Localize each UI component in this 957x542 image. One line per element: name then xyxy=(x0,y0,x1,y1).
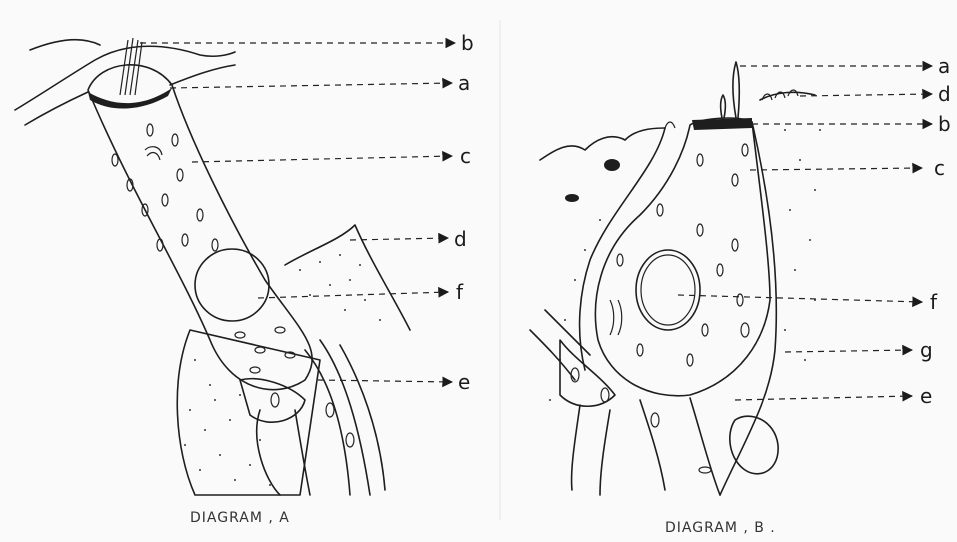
diagram-b: a d b c f g e DIAGRAM , B . xyxy=(530,54,951,536)
nucleus-b xyxy=(636,250,700,330)
stipple-a-right xyxy=(299,254,381,321)
leader-a-d xyxy=(350,238,448,240)
leader-b-f xyxy=(678,295,922,302)
apical-projection-b xyxy=(733,62,739,118)
label-a-d: d xyxy=(454,227,467,251)
dark-granule-1 xyxy=(604,159,620,171)
apical-cap-b xyxy=(692,118,752,130)
label-a-f: f xyxy=(456,280,464,304)
basal-cell-b-left xyxy=(560,340,615,406)
leader-a-c xyxy=(192,156,452,162)
label-b-f: f xyxy=(930,290,938,314)
label-a-b: b xyxy=(461,31,474,55)
leader-a-a xyxy=(170,83,452,88)
label-a-e: e xyxy=(458,370,470,394)
leader-b-e xyxy=(735,396,912,400)
leader-b-g xyxy=(785,350,912,352)
label-b-c: c xyxy=(934,156,945,180)
label-b-d: d xyxy=(938,82,951,106)
dark-granule-2 xyxy=(565,194,579,202)
surface-epithelium-b xyxy=(540,128,665,160)
leader-a-e xyxy=(318,380,452,382)
organelles-b xyxy=(610,144,748,366)
vessel-b xyxy=(730,416,778,474)
cell-b-outline xyxy=(595,118,770,396)
label-b-b: b xyxy=(938,112,951,136)
nucleus-a xyxy=(195,249,269,321)
leader-a-f xyxy=(258,292,448,298)
surface-membrane-a xyxy=(15,46,235,110)
caption-diagram-a: DIAGRAM , A xyxy=(190,510,290,526)
leader-b-c xyxy=(750,168,922,170)
stroma-a-right xyxy=(285,225,410,330)
label-b-e: e xyxy=(920,384,932,408)
label-b-a: a xyxy=(938,54,950,78)
stipple-b xyxy=(549,129,821,401)
label-a-c: c xyxy=(460,144,471,168)
leader-b-d xyxy=(800,94,932,96)
cell-a-outline xyxy=(88,65,312,390)
caption-diagram-b: DIAGRAM , B . xyxy=(665,520,776,536)
label-a-a: a xyxy=(458,71,470,95)
diagram-a: b a c d f e DIAGRAM , A xyxy=(15,31,474,526)
label-b-g: g xyxy=(920,338,933,362)
